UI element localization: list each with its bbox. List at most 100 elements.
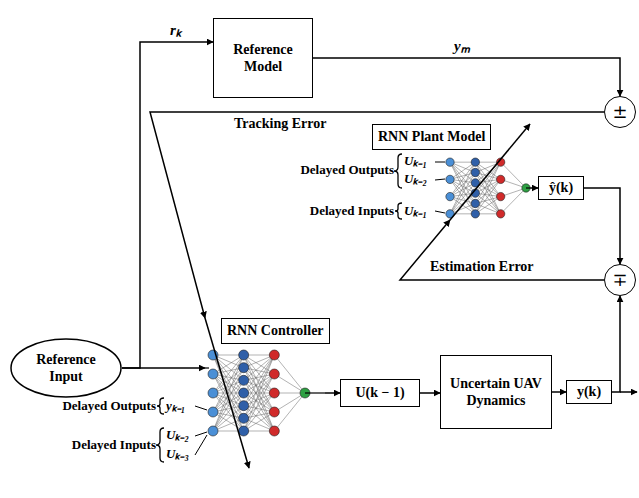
node-label: U(k − 1) xyxy=(355,384,404,402)
network-link xyxy=(475,162,500,214)
network-link xyxy=(475,162,500,214)
signal-connector xyxy=(530,187,538,189)
signal-connector xyxy=(552,391,566,393)
neuron xyxy=(239,363,249,373)
leader-line xyxy=(435,179,445,180)
neuron xyxy=(239,426,249,436)
node-label: y(k) xyxy=(577,383,601,401)
network-link xyxy=(501,188,526,214)
output-box: y(k) xyxy=(566,380,612,404)
signal-connector xyxy=(150,112,604,318)
neuron xyxy=(208,369,218,379)
signal-label: yₘ xyxy=(452,37,472,55)
network-output-line xyxy=(305,392,325,393)
leader-line xyxy=(195,435,207,455)
neuron xyxy=(471,158,479,166)
ellipse-shape xyxy=(11,339,121,397)
network-link xyxy=(244,368,275,431)
brace xyxy=(157,398,164,414)
input-group-label: Delayed Inputs xyxy=(310,203,394,219)
control-signal-box: U(k − 1) xyxy=(340,379,420,407)
neuron xyxy=(446,192,454,200)
signal-name: Uₖ₋₁ xyxy=(404,203,427,219)
node-label: Uncertain UAV Dynamics xyxy=(447,375,545,410)
signal-connector xyxy=(325,392,340,394)
signal-name: Uₖ₋₁ xyxy=(404,153,427,169)
ellipse-outline xyxy=(10,338,122,398)
signal-name: yₖ₋₁ xyxy=(166,398,185,414)
leader-line xyxy=(435,162,445,163)
neuron xyxy=(269,388,279,398)
node-label: ± xyxy=(612,103,627,121)
signal-name: Uₖ₋₂ xyxy=(166,427,189,443)
rnn-controller: RNN Controller xyxy=(205,318,325,440)
neuron xyxy=(269,426,279,436)
neuron xyxy=(522,184,530,192)
signal-connector xyxy=(584,188,620,264)
node-label: ∓ xyxy=(612,271,627,289)
node-label: Reference Input xyxy=(24,351,108,386)
signal-connector xyxy=(122,42,213,368)
leader-line xyxy=(195,432,207,436)
rnn-plant-model: RNN Plant Model xyxy=(372,124,530,220)
neuron xyxy=(208,426,218,436)
signal-connector xyxy=(400,220,604,280)
summing-junction: ± xyxy=(604,96,636,128)
network-link xyxy=(244,412,275,431)
node-label: ŷ(k) xyxy=(549,179,573,197)
brace xyxy=(156,428,164,462)
neuron xyxy=(471,199,479,207)
node-label: Reference Model xyxy=(220,41,306,76)
input-group-label: Delayed Outputs xyxy=(300,162,394,178)
input-group-label: Delayed Inputs xyxy=(72,437,156,453)
neuron xyxy=(208,407,218,417)
signal-name: Uₖ₋₃ xyxy=(166,446,189,462)
output-arrow xyxy=(620,391,637,393)
network-link xyxy=(274,374,305,393)
leader-line xyxy=(435,211,445,213)
signal-connector xyxy=(420,392,440,394)
network-input-line xyxy=(205,367,209,368)
network-link xyxy=(450,162,475,214)
neuron xyxy=(239,375,249,385)
neuron xyxy=(269,369,279,379)
neuron xyxy=(497,175,505,183)
estimate-box: ŷ(k) xyxy=(538,176,584,200)
leader-line xyxy=(195,406,207,410)
brace xyxy=(395,203,402,219)
network-output-line xyxy=(526,187,530,188)
neuron xyxy=(471,168,479,176)
neuron xyxy=(239,401,249,411)
neuron xyxy=(239,413,249,423)
signal-name: Uₖ₋₂ xyxy=(404,171,427,187)
reference-input-ellipse: Reference Input xyxy=(10,338,122,398)
signal-label: Estimation Error xyxy=(428,259,536,276)
network-link xyxy=(213,355,244,418)
network-link xyxy=(501,162,526,188)
network-link xyxy=(244,355,275,418)
input-group-label: Delayed Outputs xyxy=(62,398,156,414)
neuron xyxy=(208,388,218,398)
uav-dynamics-box: Uncertain UAV Dynamics xyxy=(440,355,552,429)
summing-junction: ∓ xyxy=(604,264,636,296)
neuron xyxy=(269,407,279,417)
neuron xyxy=(497,210,505,218)
neuron xyxy=(269,350,279,360)
reference-model-box: Reference Model xyxy=(213,18,313,98)
braces xyxy=(156,154,402,462)
network-link xyxy=(274,393,305,412)
neuron xyxy=(446,158,454,166)
neuron xyxy=(239,388,249,398)
signal-connector xyxy=(122,367,205,369)
signal-connector xyxy=(313,58,620,96)
node-label: RNN Controller xyxy=(221,318,330,344)
node-label: RNN Plant Model xyxy=(372,124,491,150)
neuron xyxy=(446,175,454,183)
neuron xyxy=(497,192,505,200)
neuron xyxy=(239,350,249,360)
signal-label: rₖ xyxy=(168,21,183,39)
brace xyxy=(394,154,402,188)
signal-connector xyxy=(612,296,620,392)
neuron xyxy=(471,210,479,218)
